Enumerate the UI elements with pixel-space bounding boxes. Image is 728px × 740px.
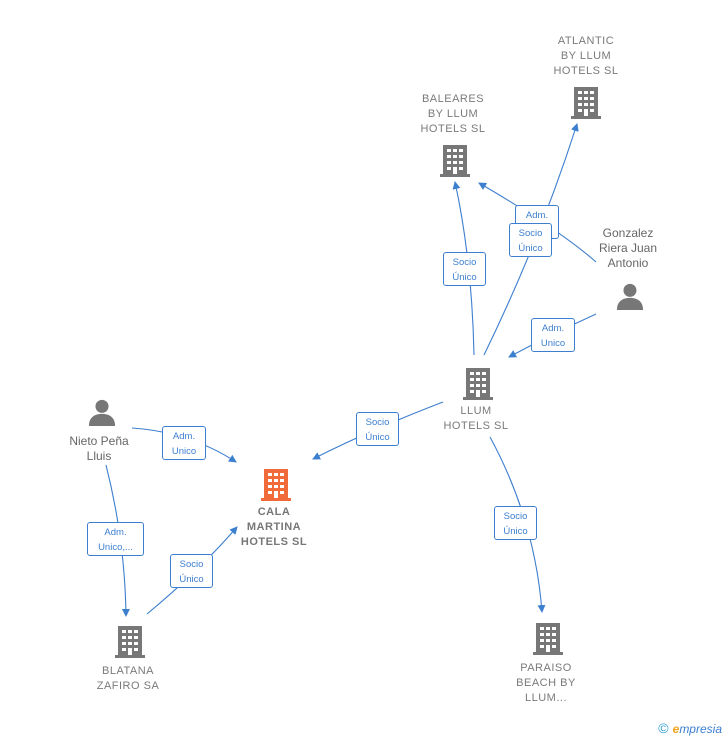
cala-label[interactable]: CALA MARTINA HOTELS SL xyxy=(240,506,308,548)
nieto-label[interactable]: Nieto Peña Lluis xyxy=(69,434,129,463)
baleares-label[interactable]: BALEARES BY LLUM HOTELS SL xyxy=(420,93,486,135)
baleares-building-icon[interactable] xyxy=(440,145,470,177)
atlantic-label[interactable]: ATLANTIC BY LLUM HOTELS SL xyxy=(553,35,619,77)
cala-building-icon[interactable] xyxy=(261,469,291,501)
gonzalez-label[interactable]: Gonzalez Riera Juan Antonio xyxy=(598,226,658,270)
edge-label-blatana-cala[interactable]: Socio Único xyxy=(170,554,213,588)
atlantic-building-icon[interactable] xyxy=(571,87,601,119)
edge-label-llum-paraiso[interactable]: Socio Único xyxy=(494,506,537,540)
edge-label-nieto-cala[interactable]: Adm. Unico xyxy=(162,426,206,460)
footer-brand[interactable]: ©empresia xyxy=(658,720,722,736)
paraiso-building-icon[interactable] xyxy=(533,623,563,655)
copyright-icon: © xyxy=(658,720,669,736)
llum-building-icon[interactable] xyxy=(463,368,493,400)
paraiso-label[interactable]: PARAISO BEACH BY LLUM... xyxy=(516,662,576,704)
edge-label-llum-atlantic[interactable]: Socio Único xyxy=(509,223,552,257)
edges xyxy=(105,123,597,617)
blatana-building-icon[interactable] xyxy=(115,626,145,658)
llum-label[interactable]: LLUM HOTELS SL xyxy=(443,405,509,432)
edge-label-gonzalez-llum[interactable]: Adm. Unico xyxy=(531,318,575,352)
nieto-person-icon[interactable] xyxy=(88,399,116,426)
edge-label-nieto-blatana[interactable]: Adm. Unico,... xyxy=(87,522,144,556)
brand-name: mpresia xyxy=(679,722,722,736)
edge-label-llum-baleares[interactable]: Socio Único xyxy=(443,252,486,286)
edge-label-llum-cala[interactable]: Socio Único xyxy=(356,412,399,446)
blatana-label[interactable]: BLATANA ZAFIRO SA xyxy=(96,665,160,692)
brand-logo-initial: e xyxy=(672,722,680,736)
gonzalez-person-icon[interactable] xyxy=(616,283,644,310)
